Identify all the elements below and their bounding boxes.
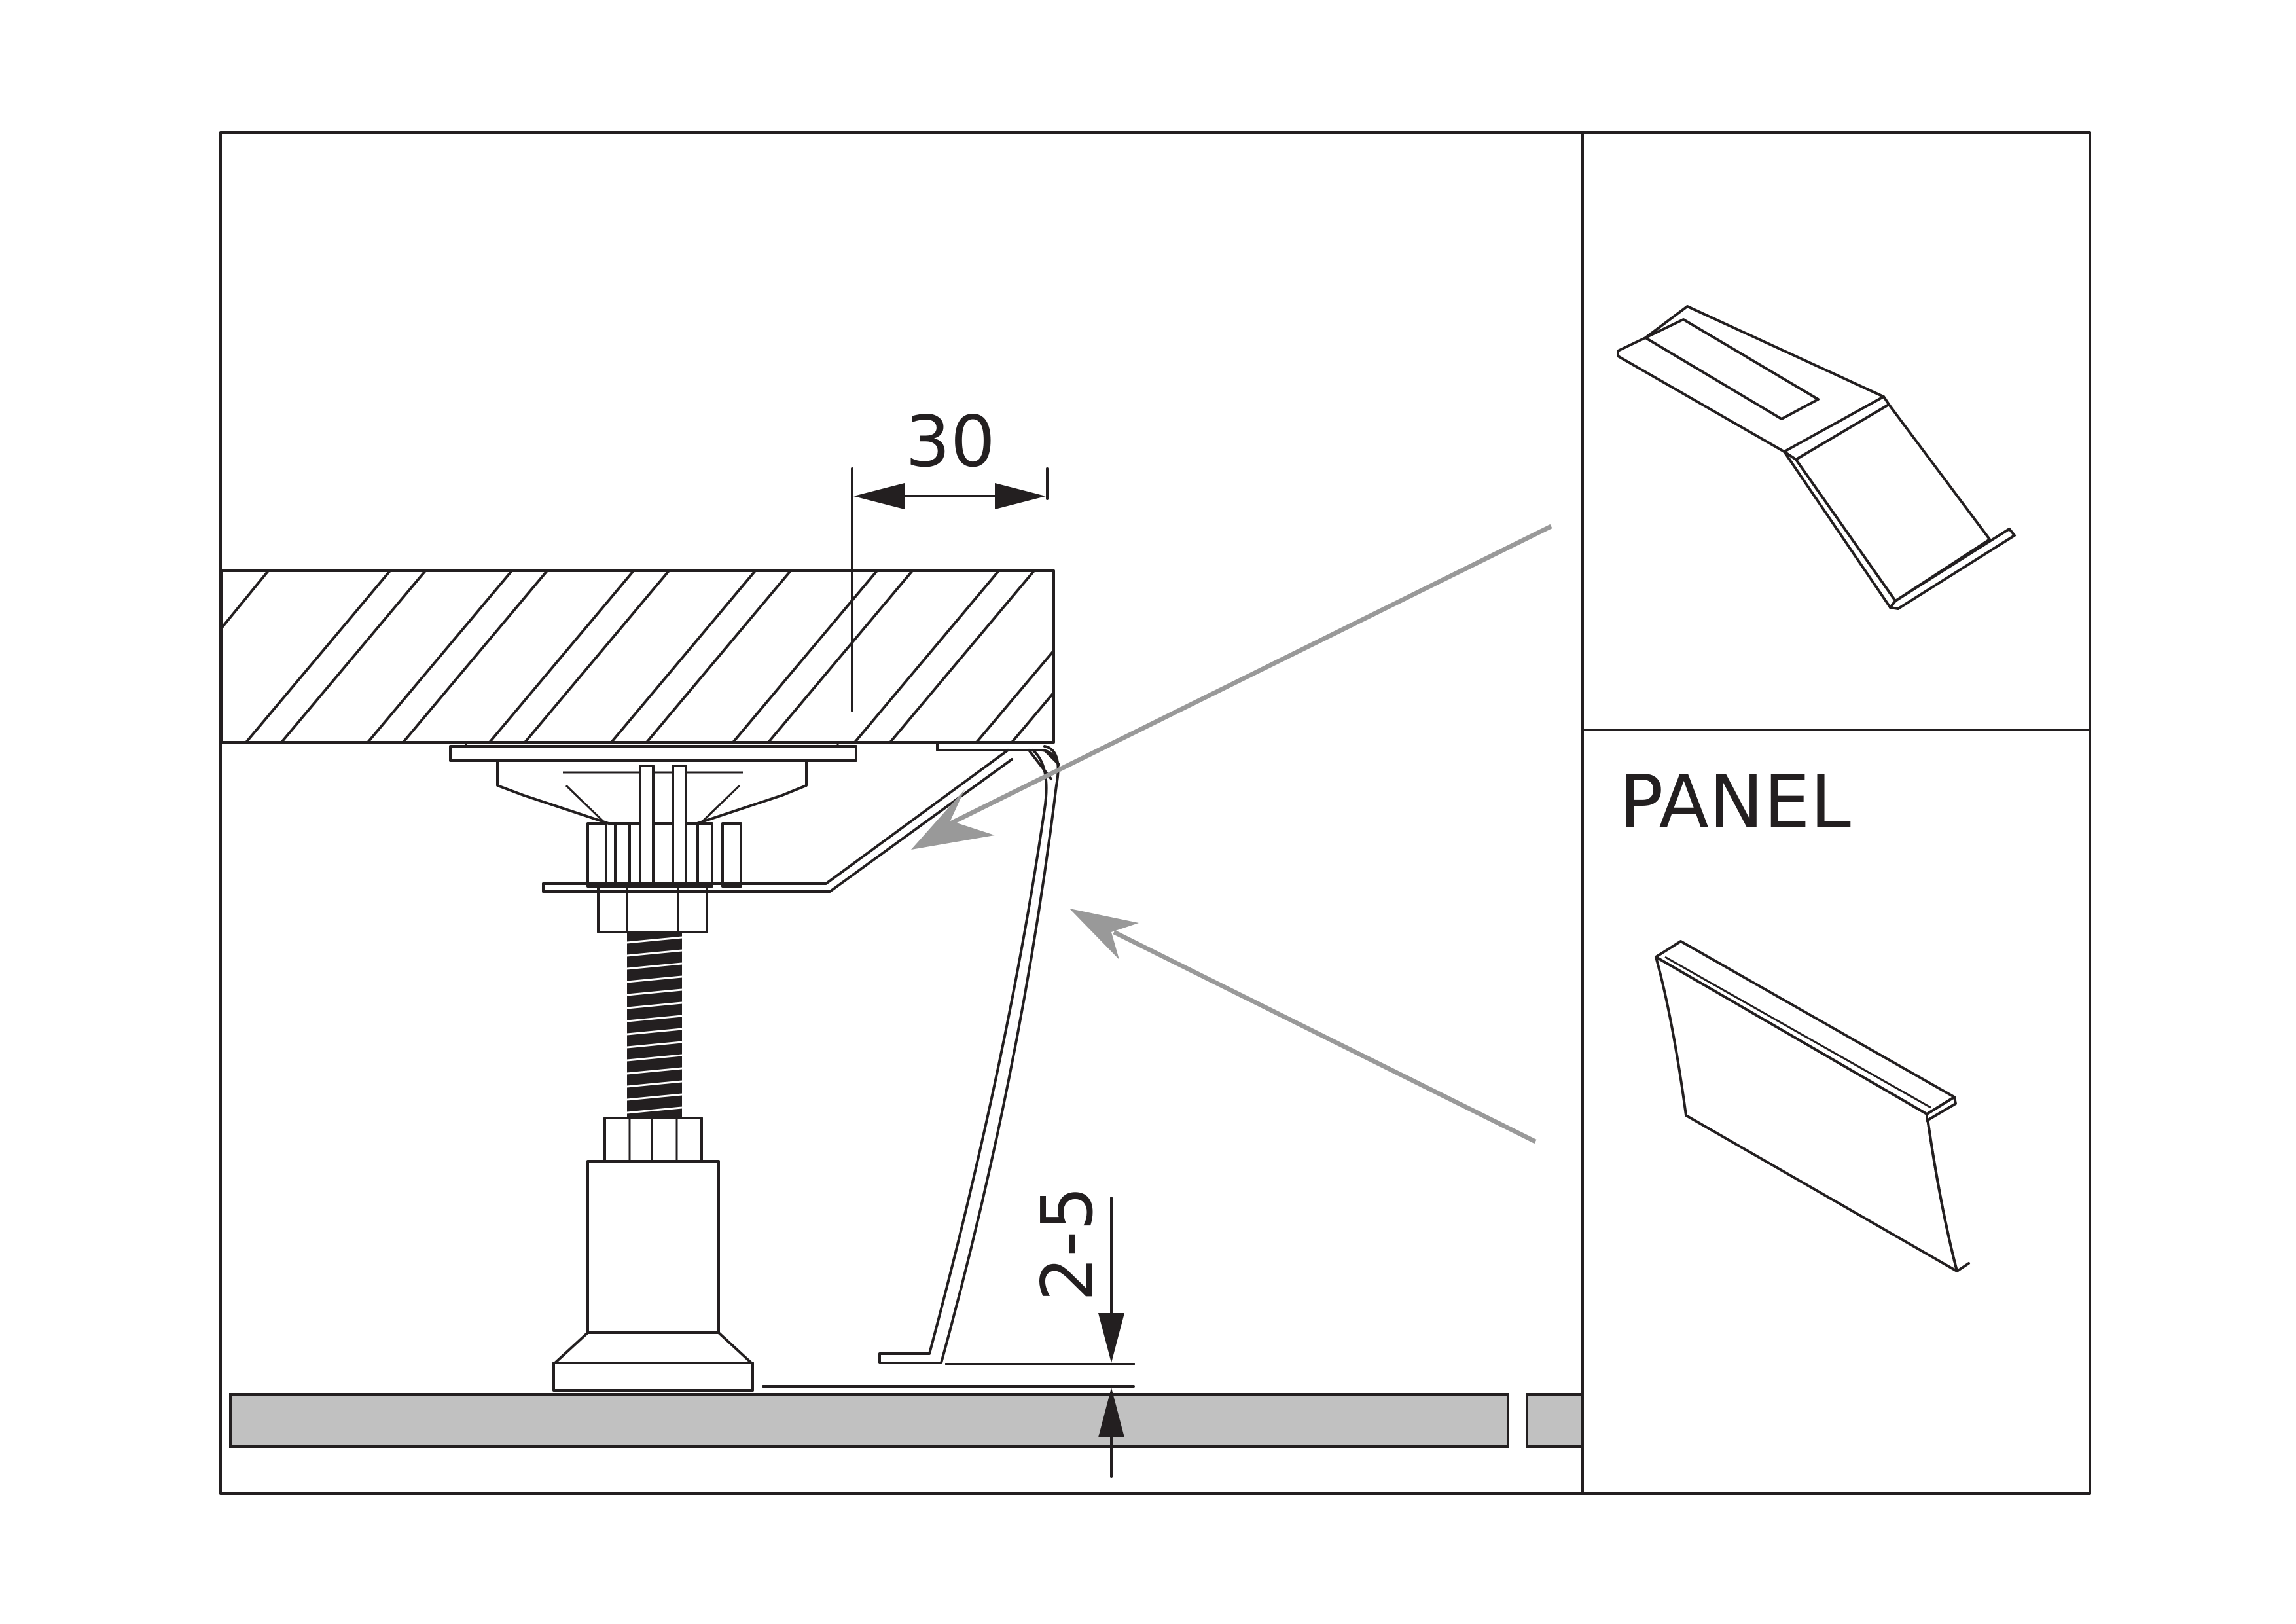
pointer-arrow-panel bbox=[1069, 909, 1537, 1144]
clip-isometric bbox=[1617, 305, 2016, 610]
dimension-overhang: 30 bbox=[851, 401, 1049, 712]
panel-isometric bbox=[1655, 940, 1970, 1272]
dimension-gap: 2-5 bbox=[762, 1186, 1135, 1478]
dimension-gap-label: 2-5 bbox=[1027, 1186, 1109, 1301]
panel-label: PANEL bbox=[1619, 760, 1851, 845]
floor-strip bbox=[229, 1393, 1584, 1448]
plinth-clip-side bbox=[542, 741, 1060, 893]
worktop-section bbox=[220, 569, 1055, 744]
dimension-overhang-label: 30 bbox=[905, 401, 995, 483]
adjustable-leg bbox=[449, 742, 857, 1392]
pointer-arrow-clip bbox=[911, 524, 1552, 850]
drawing-frame bbox=[219, 131, 2091, 1495]
